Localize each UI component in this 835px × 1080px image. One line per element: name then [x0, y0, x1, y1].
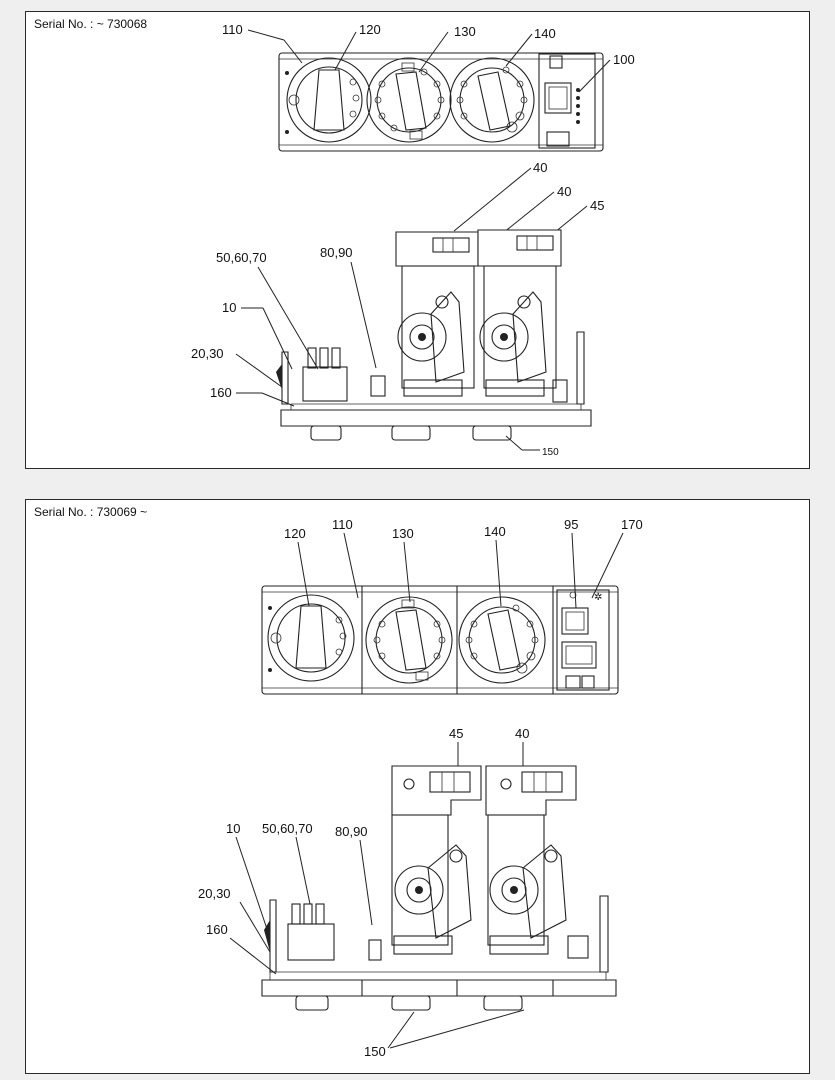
top-label-130: 130 [454, 24, 476, 39]
bottom-label-150: 150 [364, 1044, 386, 1059]
top-label-50-60-70: 50,60,70 [216, 250, 267, 265]
top-label-140: 140 [534, 26, 556, 41]
top-label-100: 100 [613, 52, 635, 67]
top-actuator-assembly [276, 229, 592, 441]
top-label-10: 10 [222, 300, 236, 315]
top-label-160: 160 [210, 385, 232, 400]
top-label-40-a: 40 [533, 160, 547, 175]
bottom-label-45: 45 [449, 726, 463, 741]
bottom-diagram-panel: Serial No. : 730069 ~ [25, 499, 810, 1074]
bottom-label-160: 160 [206, 922, 228, 937]
bottom-label-10: 10 [226, 821, 240, 836]
top-label-20-30: 20,30 [191, 346, 224, 361]
bottom-label-130: 130 [392, 526, 414, 541]
bottom-label-170: 170 [621, 517, 643, 532]
top-serial-number: Serial No. : ~ 730068 [34, 17, 148, 31]
bottom-label-95: 95 [564, 517, 578, 532]
top-label-40-b: 40 [557, 184, 571, 199]
bottom-actuator-assembly [261, 765, 617, 1011]
bottom-label-110: 110 [332, 517, 353, 532]
top-label-80-90: 80,90 [320, 245, 353, 260]
bottom-snowflake-icon: ✲ [594, 592, 602, 603]
bottom-label-20-30: 20,30 [198, 886, 231, 901]
top-diagram-panel: Serial No. : ~ 730068 [25, 11, 810, 469]
bottom-label-120: 120 [284, 526, 306, 541]
top-diagram-drawing: 110 120 130 140 100 40 40 45 50,60,70 80… [191, 22, 635, 458]
bottom-label-50-60-70: 50,60,70 [262, 821, 313, 836]
bottom-diagram-drawing: ✲ 120 110 130 140 95 170 45 40 10 50,60,… [198, 517, 643, 1059]
bottom-serial-number: Serial No. : 730069 ~ [34, 505, 148, 519]
bottom-control-face: ✲ [261, 585, 619, 695]
bottom-label-40: 40 [515, 726, 529, 741]
top-label-120: 120 [359, 22, 381, 37]
top-label-150: 150 [542, 447, 559, 458]
bottom-label-140: 140 [484, 524, 506, 539]
top-control-face [278, 52, 604, 152]
top-label-45: 45 [590, 198, 604, 213]
top-label-110: 110 [222, 22, 243, 37]
bottom-label-80-90: 80,90 [335, 824, 368, 839]
